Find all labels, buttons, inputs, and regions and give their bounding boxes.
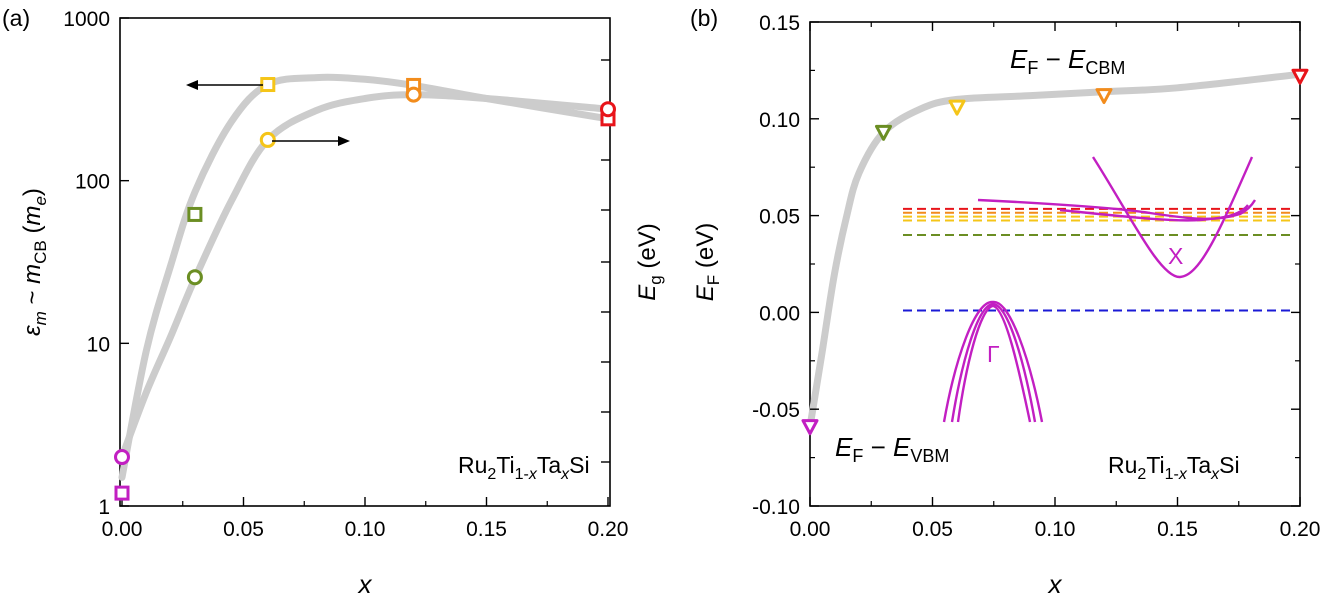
y-tick-label: -0.10 — [752, 496, 800, 519]
gamma-band-3 — [956, 304, 1032, 423]
panel-a-ylabel-right: Eg (eV) — [634, 223, 665, 301]
y-tick-label: 0.00 — [759, 302, 800, 325]
triangle-marker — [875, 124, 892, 141]
ef-ecbm-label: EF − ECBM — [1010, 44, 1125, 78]
panel-a-markers — [114, 77, 616, 501]
flat-band-1 — [977, 198, 1257, 221]
panel-b-markers — [801, 68, 1309, 436]
y-tick-label: 1 — [98, 496, 110, 519]
circle-marker — [259, 131, 276, 148]
guide-curve — [806, 70, 1304, 431]
panel-b-ylabel: EF (eV) — [692, 223, 723, 301]
panel-b-ticks: 0.00 0.05 0.10 0.15 0.20 -0.10 -0.05 0.00 0.05 0.… — [752, 12, 1320, 541]
x-tick-label: 0.15 — [466, 518, 507, 541]
x-tick-label: 0.10 — [345, 518, 386, 541]
panel-b-xlabel: x — [1047, 569, 1063, 599]
right-arrow — [272, 136, 350, 146]
x-tick-label: 0.10 — [1035, 518, 1076, 541]
y-tick-label: 10 — [87, 333, 110, 356]
x-tick-label: 0.00 — [790, 518, 831, 541]
x-tick-label: 0.20 — [1280, 518, 1321, 541]
x-tick-label: 0.00 — [102, 518, 143, 541]
y-tick-label: 100 — [75, 171, 110, 194]
x-tick-label: 0.15 — [1157, 518, 1198, 541]
panel-b-label: (b) — [690, 5, 718, 31]
square-marker — [114, 485, 130, 501]
y-tick-label: 0.15 — [759, 12, 800, 35]
panel-a-frame — [119, 17, 611, 507]
square-marker — [187, 206, 203, 222]
panel-b-compound-label: Ru2Ti1-xTaxSi — [1108, 452, 1240, 483]
square-marker — [260, 77, 276, 93]
triangle-marker — [801, 419, 819, 436]
band-label-gamma: Γ — [987, 341, 1000, 367]
flat-band-2 — [1059, 204, 1249, 222]
panel-a-compound-label: Ru2Ti1-xTaxSi — [458, 452, 590, 483]
panel-a-ticks: 0.00 0.05 0.10 0.15 0.20 1 10 100 1000 — [63, 8, 628, 541]
panel-b-guide-curve — [806, 70, 1304, 431]
gamma-band-2 — [950, 302, 1037, 423]
y-tick-label: 0.10 — [759, 109, 800, 132]
y-tick-label: -0.05 — [752, 399, 800, 422]
circle-marker — [114, 449, 130, 466]
panel-a-xlabel: x — [357, 569, 373, 599]
panel-a: (a) 0.00 0.05 0.10 0.15 0.20 1 10 100 1000 Ru2Ti… — [2, 5, 665, 599]
y-tick-label: 0.05 — [759, 206, 800, 229]
circle-marker — [186, 269, 203, 286]
y-tick-label: 1000 — [63, 8, 110, 31]
triangle-marker — [1095, 88, 1113, 105]
triangle-marker — [1291, 68, 1309, 85]
ef-evbm-label: EF − EVBM — [835, 432, 949, 466]
triangle-marker — [948, 99, 966, 116]
circle-marker — [405, 86, 422, 103]
x-tick-label: 0.05 — [912, 518, 953, 541]
circle-marker — [600, 101, 616, 118]
band-sketch — [942, 156, 1257, 423]
band-label-x: X — [1168, 243, 1183, 269]
x-tick-label: 0.05 — [223, 518, 264, 541]
left-arrow — [186, 80, 263, 90]
panel-a-label: (a) — [2, 5, 30, 31]
gamma-band-1 — [942, 300, 1044, 423]
x-tick-label: 0.20 — [588, 518, 629, 541]
panel-b-level-lines — [903, 207, 1292, 312]
panel-a-ylabel: εm ~ mCB (me) — [19, 188, 50, 336]
